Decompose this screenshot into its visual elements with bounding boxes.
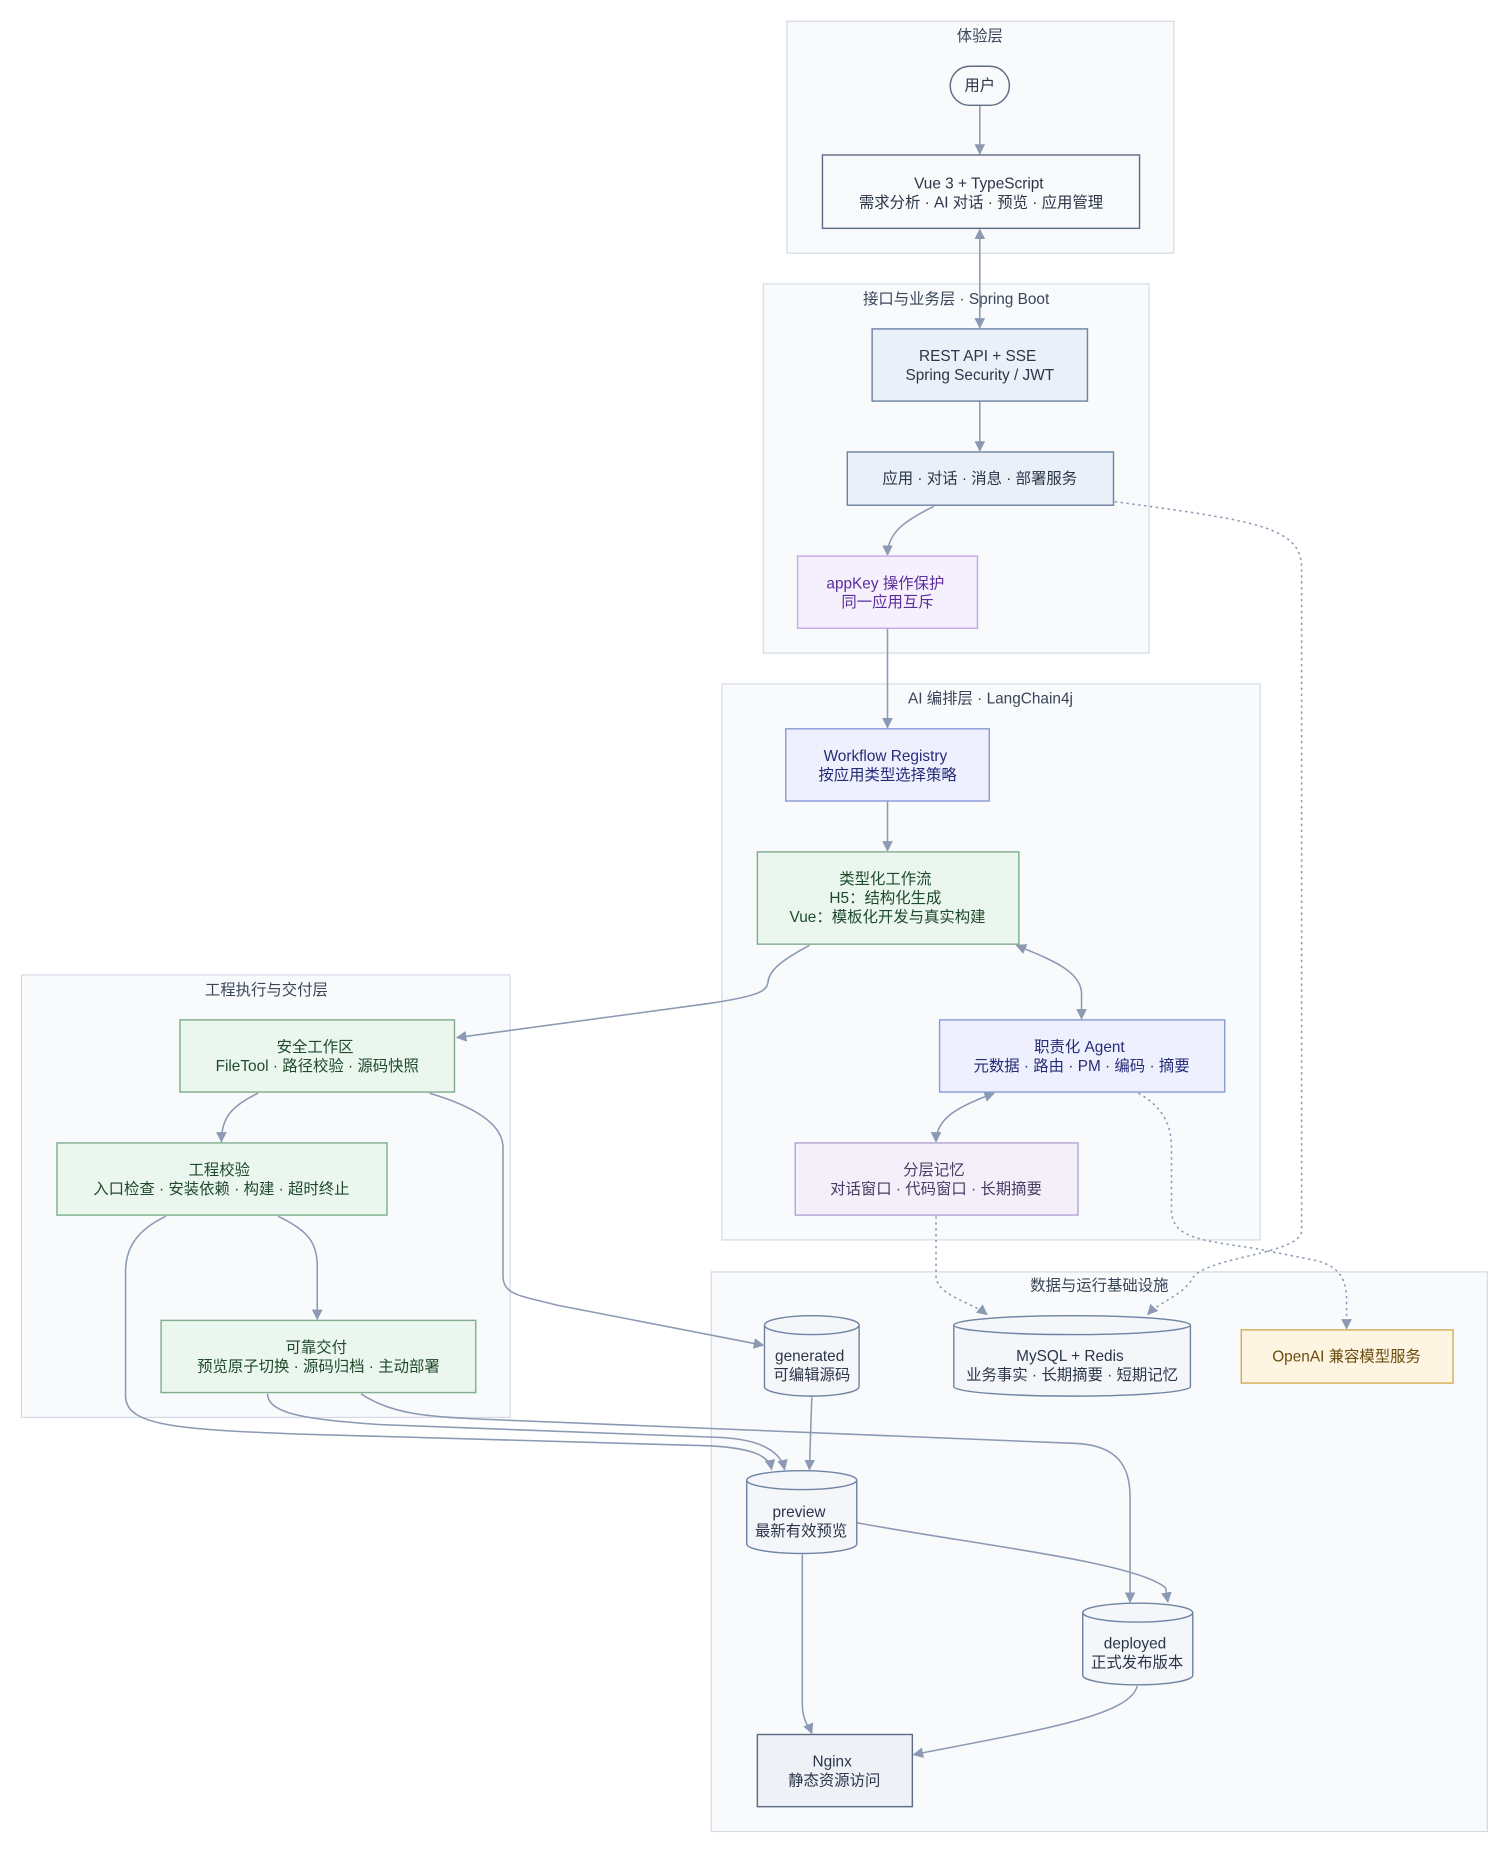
node-model-service-label: OpenAI 兼容模型服务 bbox=[1272, 1348, 1421, 1366]
layer-data-infra-title: 数据与运行基础设施 bbox=[1030, 1277, 1168, 1295]
node-workflow-registry-label: Workflow Registry 按应用类型选择策略 bbox=[818, 748, 957, 784]
node-nginx-line-2: 静态资源访问 bbox=[788, 1771, 880, 1789]
node-secure-workspace-line-1: 安全工作区 bbox=[277, 1038, 354, 1056]
node-validation: 工程校验 入口检查 · 安装依赖 · 构建 · 超时终止 bbox=[56, 1142, 388, 1216]
edges bbox=[124, 105, 1352, 1759]
edge-preview-to-nginx bbox=[801, 1554, 814, 1735]
node-deployed-label: deployed 正式发布版本 bbox=[1091, 1635, 1183, 1671]
node-mysql-redis: MySQL + Redis 业务事实 · 长期摘要 · 短期记忆 bbox=[953, 1314, 1192, 1397]
node-memory: 分层记忆 对话窗口 · 代码窗口 · 长期摘要 bbox=[794, 1142, 1079, 1216]
node-validation-line-1: 工程校验 bbox=[189, 1161, 250, 1179]
edge-app-services-to-appkey-guard bbox=[882, 505, 935, 556]
edge-secure-workspace-to-validation bbox=[216, 1092, 259, 1143]
node-frontend: Vue 3 + TypeScript 需求分析 · AI 对话 · 预览 · 应… bbox=[821, 154, 1141, 230]
node-app-services: 应用 · 对话 · 消息 · 部署服务 bbox=[846, 451, 1115, 506]
edge-delivery-to-preview bbox=[266, 1393, 788, 1471]
edge-validation-to-delivery bbox=[277, 1215, 323, 1321]
edge-delivery-to-deployed bbox=[360, 1393, 1136, 1604]
node-generated: generated 可编辑源码 bbox=[763, 1314, 860, 1397]
node-workflow-registry: Workflow Registry 按应用类型选择策略 bbox=[785, 728, 990, 802]
node-typed-workflow-line-3: Vue：模板化开发与真实构建 bbox=[790, 907, 986, 925]
node-rest-api-line-2: Spring Security / JWT bbox=[905, 367, 1054, 384]
node-deployed-line-2: 正式发布版本 bbox=[1091, 1653, 1183, 1671]
edge-validation-to-preview bbox=[124, 1215, 776, 1471]
edge-memory-to-mysql-redis-dotted bbox=[935, 1216, 988, 1316]
node-memory-line-2: 对话窗口 · 代码窗口 · 长期摘要 bbox=[830, 1180, 1042, 1198]
layer-engineering-delivery-title: 工程执行与交付层 bbox=[205, 981, 328, 999]
edge-agents-memory-bidirectional bbox=[930, 1091, 995, 1143]
node-rest-api: REST API + SSE Spring Security / JWT bbox=[871, 328, 1089, 402]
node-agents-line-1: 职责化 Agent bbox=[1034, 1038, 1125, 1056]
node-deployed: deployed 正式发布版本 bbox=[1082, 1602, 1194, 1686]
node-mysql-redis-line-2: 业务事实 · 长期摘要 · 短期记忆 bbox=[966, 1365, 1178, 1383]
node-memory-line-1: 分层记忆 bbox=[903, 1161, 965, 1179]
node-app-services-label: 应用 · 对话 · 消息 · 部署服务 bbox=[882, 469, 1077, 488]
node-rest-api-line-1: REST API + SSE bbox=[919, 348, 1036, 365]
node-nginx: Nginx 静态资源访问 bbox=[756, 1733, 914, 1808]
node-generated-line-2: 可编辑源码 bbox=[773, 1365, 850, 1383]
node-typed-workflow: 类型化工作流 H5：结构化生成 Vue：模板化开发与真实构建 bbox=[756, 851, 1020, 945]
node-user-label: 用户 bbox=[964, 76, 995, 94]
node-nginx-line-1: Nginx bbox=[812, 1753, 852, 1770]
node-validation-label: 工程校验 入口检查 · 安装依赖 · 构建 · 超时终止 bbox=[93, 1161, 349, 1198]
node-delivery-line-2: 预览原子切换 · 源码归档 · 主动部署 bbox=[197, 1357, 440, 1375]
node-workflow-registry-line-1: Workflow Registry bbox=[824, 748, 948, 765]
edge-deployed-to-nginx bbox=[912, 1685, 1138, 1759]
node-validation-line-2: 入口检查 · 安装依赖 · 构建 · 超时终止 bbox=[93, 1180, 349, 1198]
node-agents-line-2: 元数据 · 路由 · PM · 编码 · 摘要 bbox=[974, 1057, 1190, 1075]
layer-ai-orchestration-title: AI 编排层 · LangChain4j bbox=[908, 690, 1073, 708]
edge-secure-workspace-to-generated bbox=[429, 1092, 765, 1349]
node-model-service: OpenAI 兼容模型服务 bbox=[1240, 1329, 1454, 1384]
node-appkey-guard-line-1: appKey 操作保护 bbox=[826, 574, 944, 592]
layer-api-business-title: 接口与业务层 · Spring Boot bbox=[863, 290, 1050, 308]
node-secure-workspace-line-2: FileTool · 路径校验 · 源码快照 bbox=[216, 1057, 419, 1075]
node-mysql-redis-label: MySQL + Redis 业务事实 · 长期摘要 · 短期记忆 bbox=[966, 1347, 1178, 1383]
edge-app-services-to-mysql-redis-dotted bbox=[1114, 500, 1303, 1316]
node-preview: preview 最新有效预览 bbox=[746, 1469, 858, 1555]
node-deployed-line-1: deployed bbox=[1104, 1635, 1166, 1652]
node-memory-label: 分层记忆 对话窗口 · 代码窗口 · 长期摘要 bbox=[830, 1161, 1042, 1198]
node-delivery-line-1: 可靠交付 bbox=[286, 1338, 348, 1356]
node-preview-line-2: 最新有效预览 bbox=[755, 1521, 847, 1539]
node-appkey-guard-label: appKey 操作保护 同一应用互斥 bbox=[826, 574, 948, 611]
database-icon bbox=[953, 1314, 1192, 1397]
edge-typed-workflow-agents-bidirectional bbox=[1015, 944, 1087, 1020]
node-appkey-guard-line-2: 同一应用互斥 bbox=[841, 592, 933, 611]
node-frontend-line-1: Vue 3 + TypeScript bbox=[914, 175, 1044, 192]
node-frontend-line-2: 需求分析 · AI 对话 · 预览 · 应用管理 bbox=[859, 192, 1103, 211]
edge-generated-to-preview bbox=[804, 1397, 816, 1471]
layer-experience-title: 体验层 bbox=[957, 27, 1003, 45]
database-icon bbox=[763, 1314, 860, 1397]
node-agents-label: 职责化 Agent 元数据 · 路由 · PM · 编码 · 摘要 bbox=[974, 1038, 1190, 1075]
node-generated-line-1: generated bbox=[775, 1347, 844, 1364]
node-agents: 职责化 Agent 元数据 · 路由 · PM · 编码 · 摘要 bbox=[938, 1019, 1226, 1093]
node-nginx-label: Nginx 静态资源访问 bbox=[788, 1753, 880, 1789]
node-user: 用户 bbox=[949, 65, 1011, 107]
edge-typed-workflow-to-secure-workspace bbox=[455, 944, 810, 1042]
node-appkey-guard: appKey 操作保护 同一应用互斥 bbox=[796, 555, 979, 629]
node-rest-api-label: REST API + SSE Spring Security / JWT bbox=[905, 348, 1054, 384]
node-delivery-label: 可靠交付 预览原子切换 · 源码归档 · 主动部署 bbox=[197, 1338, 440, 1375]
database-icon bbox=[1082, 1602, 1194, 1686]
node-typed-workflow-line-1: 类型化工作流 bbox=[839, 870, 931, 888]
node-typed-workflow-line-2: H5：结构化生成 bbox=[829, 889, 941, 907]
node-secure-workspace: 安全工作区 FileTool · 路径校验 · 源码快照 bbox=[179, 1019, 456, 1093]
node-frontend-label: Vue 3 + TypeScript 需求分析 · AI 对话 · 预览 · 应… bbox=[859, 175, 1103, 211]
node-workflow-registry-line-2: 按应用类型选择策略 bbox=[818, 764, 957, 783]
edge-preview-to-deployed bbox=[856, 1521, 1172, 1604]
node-generated-label: generated 可编辑源码 bbox=[773, 1347, 850, 1383]
database-icon bbox=[746, 1469, 858, 1555]
node-typed-workflow-label: 类型化工作流 H5：结构化生成 Vue：模板化开发与真实构建 bbox=[790, 870, 986, 926]
node-preview-label: preview 最新有效预览 bbox=[755, 1504, 847, 1540]
node-secure-workspace-label: 安全工作区 FileTool · 路径校验 · 源码快照 bbox=[216, 1038, 419, 1075]
node-delivery: 可靠交付 预览原子切换 · 源码归档 · 主动部署 bbox=[160, 1319, 477, 1394]
node-mysql-redis-line-1: MySQL + Redis bbox=[1016, 1347, 1124, 1364]
node-preview-line-1: preview bbox=[773, 1504, 827, 1521]
